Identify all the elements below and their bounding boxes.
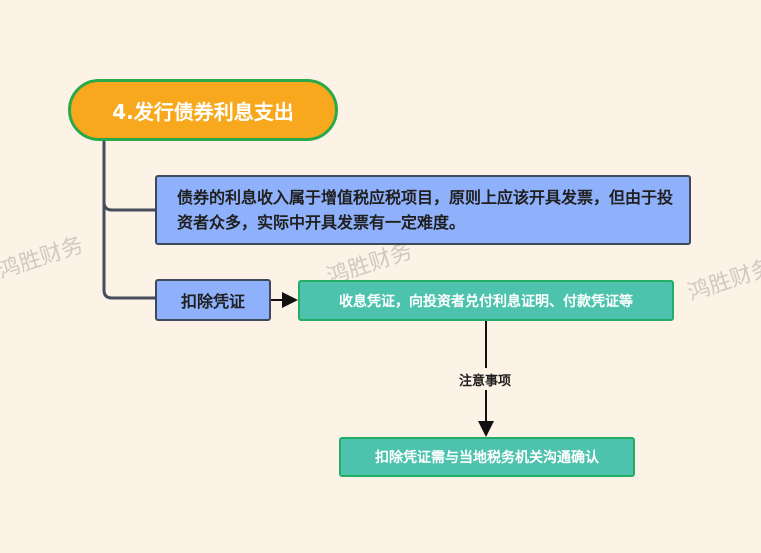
deduction-node: 扣除凭证 — [155, 279, 271, 321]
trunk-line — [102, 141, 155, 300]
edge-label: 注意事项 — [449, 368, 521, 390]
confirm-node: 扣除凭证需与当地税务机关沟通确认 — [339, 437, 635, 477]
note-node: 债券的利息收入属于增值税应税项目，原则上应该开具发票，但由于投资者众多，实际中开… — [155, 175, 691, 245]
voucher-node: 收息凭证，向投资者兑付利息证明、付款凭证等 — [298, 280, 674, 321]
branch-note-line — [102, 201, 155, 212]
title-node: 4.发行债券利息支出 — [68, 79, 338, 141]
